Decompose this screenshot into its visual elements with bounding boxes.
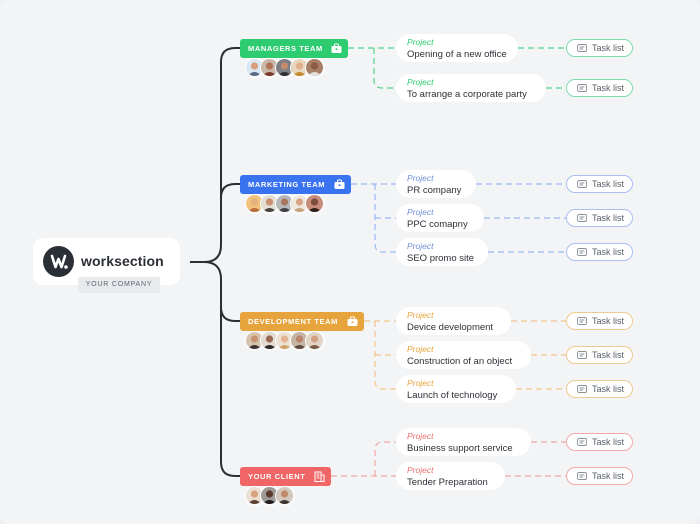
team-name: YOUR CLIENT [248, 472, 306, 481]
worksection-logo-icon [43, 246, 74, 277]
project-card[interactable]: Project Opening of a new office [396, 34, 518, 62]
project-name: Launch of technology [407, 390, 498, 401]
task-list-label: Task list [592, 384, 625, 394]
list-icon [577, 438, 587, 446]
avatar[interactable] [245, 331, 265, 351]
task-list-label: Task list [592, 316, 625, 326]
project-card[interactable]: Project Construction of an object [396, 341, 531, 369]
avatar[interactable] [245, 486, 265, 506]
task-list-button[interactable]: Task list [566, 79, 633, 97]
team-name: DEVELOPMENT TEAM [248, 317, 339, 326]
project-card[interactable]: Project To arrange a corporate party [396, 74, 546, 102]
task-list-label: Task list [592, 437, 625, 447]
tree-branch-marketing [220, 183, 240, 245]
project-label: Project [407, 207, 434, 217]
task-list-label: Task list [592, 471, 625, 481]
project-name: SEO promo site [407, 253, 475, 264]
project-name: Device development [407, 322, 494, 333]
development-dash-links [364, 320, 566, 390]
team-name: MARKETING TEAM [248, 180, 326, 189]
list-icon [577, 385, 587, 393]
project-name: Opening of a new office [407, 49, 507, 60]
team-development[interactable]: DEVELOPMENT TEAM [240, 312, 364, 331]
task-list-button[interactable]: Task list [566, 312, 633, 330]
avatar[interactable] [290, 194, 310, 214]
task-list-button[interactable]: Task list [566, 243, 633, 261]
task-list-button[interactable]: Task list [566, 380, 633, 398]
project-label: Project [407, 37, 434, 47]
avatar[interactable] [305, 331, 325, 351]
list-icon [577, 351, 587, 359]
company-tag: YOUR COMPANY [78, 277, 160, 293]
avatar[interactable] [305, 194, 325, 214]
task-list-label: Task list [592, 350, 625, 360]
client-dash-links [331, 441, 566, 477]
project-label: Project [407, 241, 434, 251]
task-list-label: Task list [592, 247, 625, 257]
task-list-button[interactable]: Task list [566, 209, 633, 227]
task-list-button[interactable]: Task list [566, 433, 633, 451]
project-name: To arrange a corporate party [407, 89, 527, 100]
avatar[interactable] [275, 194, 295, 214]
tree-branch-managers [190, 47, 240, 263]
project-card[interactable]: Project Device development [396, 307, 511, 335]
project-card[interactable]: Project PPC comapny [396, 204, 484, 232]
briefcase-icon [347, 316, 358, 327]
avatar[interactable] [245, 58, 265, 78]
avatar[interactable] [275, 486, 295, 506]
tree-branch-client [220, 279, 240, 477]
project-card[interactable]: Project SEO promo site [396, 238, 488, 266]
task-list-label: Task list [592, 43, 625, 53]
team-managers[interactable]: MANAGERS TEAM [240, 39, 348, 58]
avatar[interactable] [275, 58, 295, 78]
task-list-label: Task list [592, 83, 625, 93]
team-marketing[interactable]: MARKETING TEAM [240, 175, 351, 194]
project-card[interactable]: Project Tender Preparation [396, 462, 505, 490]
project-card[interactable]: Project Launch of technology [396, 375, 516, 403]
project-label: Project [407, 344, 434, 354]
project-name: Construction of an object [407, 356, 513, 367]
task-list-label: Task list [592, 179, 625, 189]
list-icon [577, 214, 587, 222]
task-list-label: Task list [592, 213, 625, 223]
briefcase-icon [331, 43, 342, 54]
project-card[interactable]: Project Business support service [396, 428, 531, 456]
avatar[interactable] [305, 58, 325, 78]
list-icon [577, 248, 587, 256]
marketing-dash-links [351, 183, 566, 253]
project-card[interactable]: Project PR company [396, 170, 476, 198]
list-icon [577, 44, 587, 52]
list-icon [577, 180, 587, 188]
avatar[interactable] [245, 194, 265, 214]
task-list-button[interactable]: Task list [566, 39, 633, 57]
project-label: Project [407, 431, 434, 441]
team-name: MANAGERS TEAM [248, 44, 323, 53]
managers-dash-links [348, 47, 566, 89]
list-icon [577, 472, 587, 480]
project-name: Business support service [407, 443, 513, 454]
project-label: Project [407, 77, 434, 87]
project-name: PPC comapny [407, 219, 468, 230]
task-list-button[interactable]: Task list [566, 346, 633, 364]
project-label: Project [407, 173, 434, 183]
briefcase-icon [334, 179, 345, 190]
task-list-button[interactable]: Task list [566, 175, 633, 193]
company-name: worksection [81, 253, 164, 269]
project-name: Tender Preparation [407, 477, 488, 488]
project-label: Project [407, 310, 434, 320]
list-icon [577, 84, 587, 92]
team-client[interactable]: YOUR CLIENT [240, 467, 331, 486]
building-icon [314, 471, 325, 482]
list-icon [577, 317, 587, 325]
avatar[interactable] [290, 331, 310, 351]
task-list-button[interactable]: Task list [566, 467, 633, 485]
avatar[interactable] [260, 58, 280, 78]
project-name: PR company [407, 185, 462, 196]
project-label: Project [407, 465, 434, 475]
project-label: Project [407, 378, 434, 388]
